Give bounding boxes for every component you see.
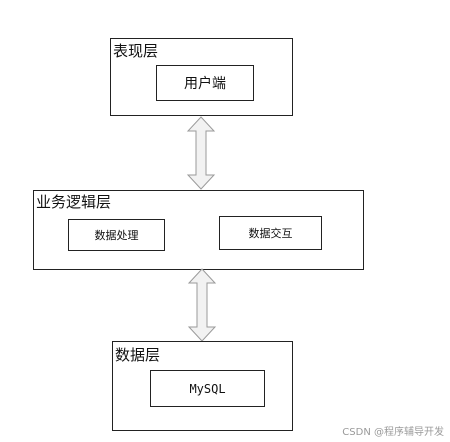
mysql-label: MySQL: [189, 381, 226, 396]
data-processing-label: 数据处理: [94, 229, 139, 242]
data-interaction-label: 数据交互: [248, 227, 293, 240]
business-logic-layer-title: 业务逻辑层: [36, 193, 112, 211]
presentation-layer: 表现层 用户端: [110, 38, 293, 116]
data-processing-box: 数据处理: [68, 219, 165, 251]
presentation-layer-title: 表现层: [113, 42, 159, 60]
client-box-label: 用户端: [184, 76, 226, 92]
double-arrow-top: [186, 116, 216, 190]
data-interaction-box: 数据交互: [219, 216, 322, 250]
watermark: CSDN @程序辅导开发: [342, 427, 444, 438]
double-arrow-bottom: [187, 268, 217, 342]
client-box: 用户端: [156, 65, 254, 101]
business-logic-layer: 业务逻辑层 数据处理 数据交互: [33, 190, 364, 270]
data-layer-title: 数据层: [115, 346, 161, 364]
mysql-box: MySQL: [150, 370, 265, 407]
data-layer: 数据层 MySQL: [112, 341, 293, 431]
